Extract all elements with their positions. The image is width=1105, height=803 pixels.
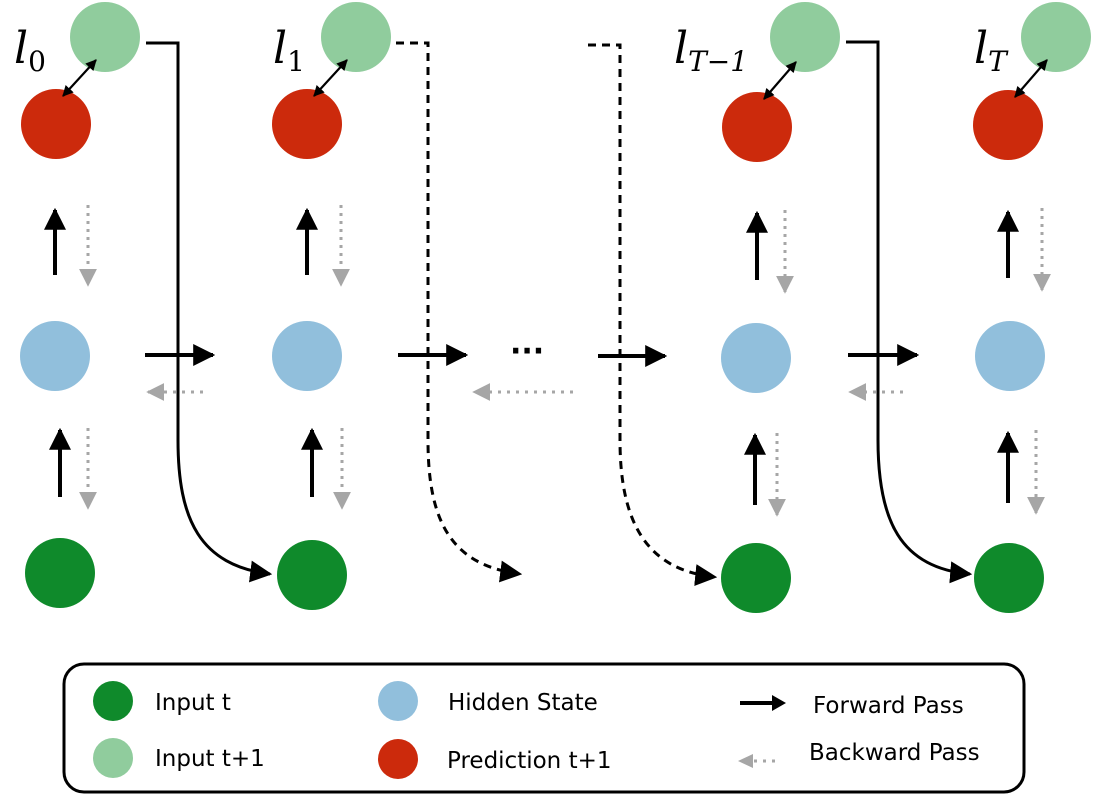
hidden-state-node xyxy=(20,321,90,391)
recurrent-arrows: ··· xyxy=(145,334,920,401)
column-0-label: l0 xyxy=(14,23,46,78)
column-0: l0 xyxy=(14,2,140,608)
hidden-state-node xyxy=(975,321,1045,391)
column-t-minus-1: lT−1 xyxy=(674,2,840,613)
hidden-state-node xyxy=(721,323,791,393)
column-t-minus-1-label: lT−1 xyxy=(674,23,748,78)
legend-hidden-state-label: Hidden State xyxy=(448,690,598,716)
feed-forward-curves xyxy=(146,40,973,586)
curve-input-t-plus-1-to-input-col-1 xyxy=(146,41,273,583)
input-t-plus-1-node xyxy=(1021,2,1091,72)
column-t-label: lT xyxy=(974,23,1009,78)
legend-input-t-plus-1-swatch xyxy=(93,738,133,778)
loss-compare-arrow xyxy=(763,61,797,100)
column-t: lT xyxy=(973,2,1091,613)
loss-compare-arrow xyxy=(62,59,97,97)
input-t-node xyxy=(721,543,791,613)
input-t-plus-1-node xyxy=(321,2,391,72)
legend-box xyxy=(62,662,1026,794)
loss-compare-arrow xyxy=(313,59,348,97)
prediction-node xyxy=(21,89,91,159)
legend-hidden-state-swatch xyxy=(378,681,418,721)
legend-input-t-plus-1-label: Input t+1 xyxy=(155,746,265,772)
prediction-node xyxy=(272,89,342,159)
input-t-plus-1-node xyxy=(770,2,840,72)
input-t-node xyxy=(25,538,95,608)
column-1-label: l1 xyxy=(273,23,305,78)
legend-prediction-swatch xyxy=(378,739,418,779)
ellipsis: ··· xyxy=(510,334,544,369)
legend: Input t Input t+1 Hidden State Predictio… xyxy=(62,662,1026,794)
legend-forward-pass-label: Forward Pass xyxy=(813,693,964,719)
input-t-node xyxy=(277,540,347,610)
legend-forward-arrowhead-icon xyxy=(772,695,786,711)
input-t-plus-1-node xyxy=(70,2,140,72)
prediction-node xyxy=(722,92,792,162)
legend-backward-pass-label: Backward Pass xyxy=(809,740,980,766)
legend-prediction-label: Prediction t+1 xyxy=(447,748,612,774)
legend-input-t-label: Input t xyxy=(155,690,231,716)
hidden-state-node xyxy=(272,321,342,391)
column-1: l1 xyxy=(272,2,391,610)
curve-input-t-plus-1-to-input-col-t xyxy=(846,40,973,584)
prediction-node xyxy=(973,90,1043,160)
curve-input-t-plus-1-to-next-dashed xyxy=(396,41,523,583)
legend-backward-arrowhead-icon xyxy=(738,754,753,768)
curve-prev-to-input-col-t-minus-1-dashed xyxy=(588,43,718,586)
legend-input-t-swatch xyxy=(93,681,133,721)
loss-compare-arrow xyxy=(1014,59,1048,98)
input-t-node xyxy=(974,543,1044,613)
